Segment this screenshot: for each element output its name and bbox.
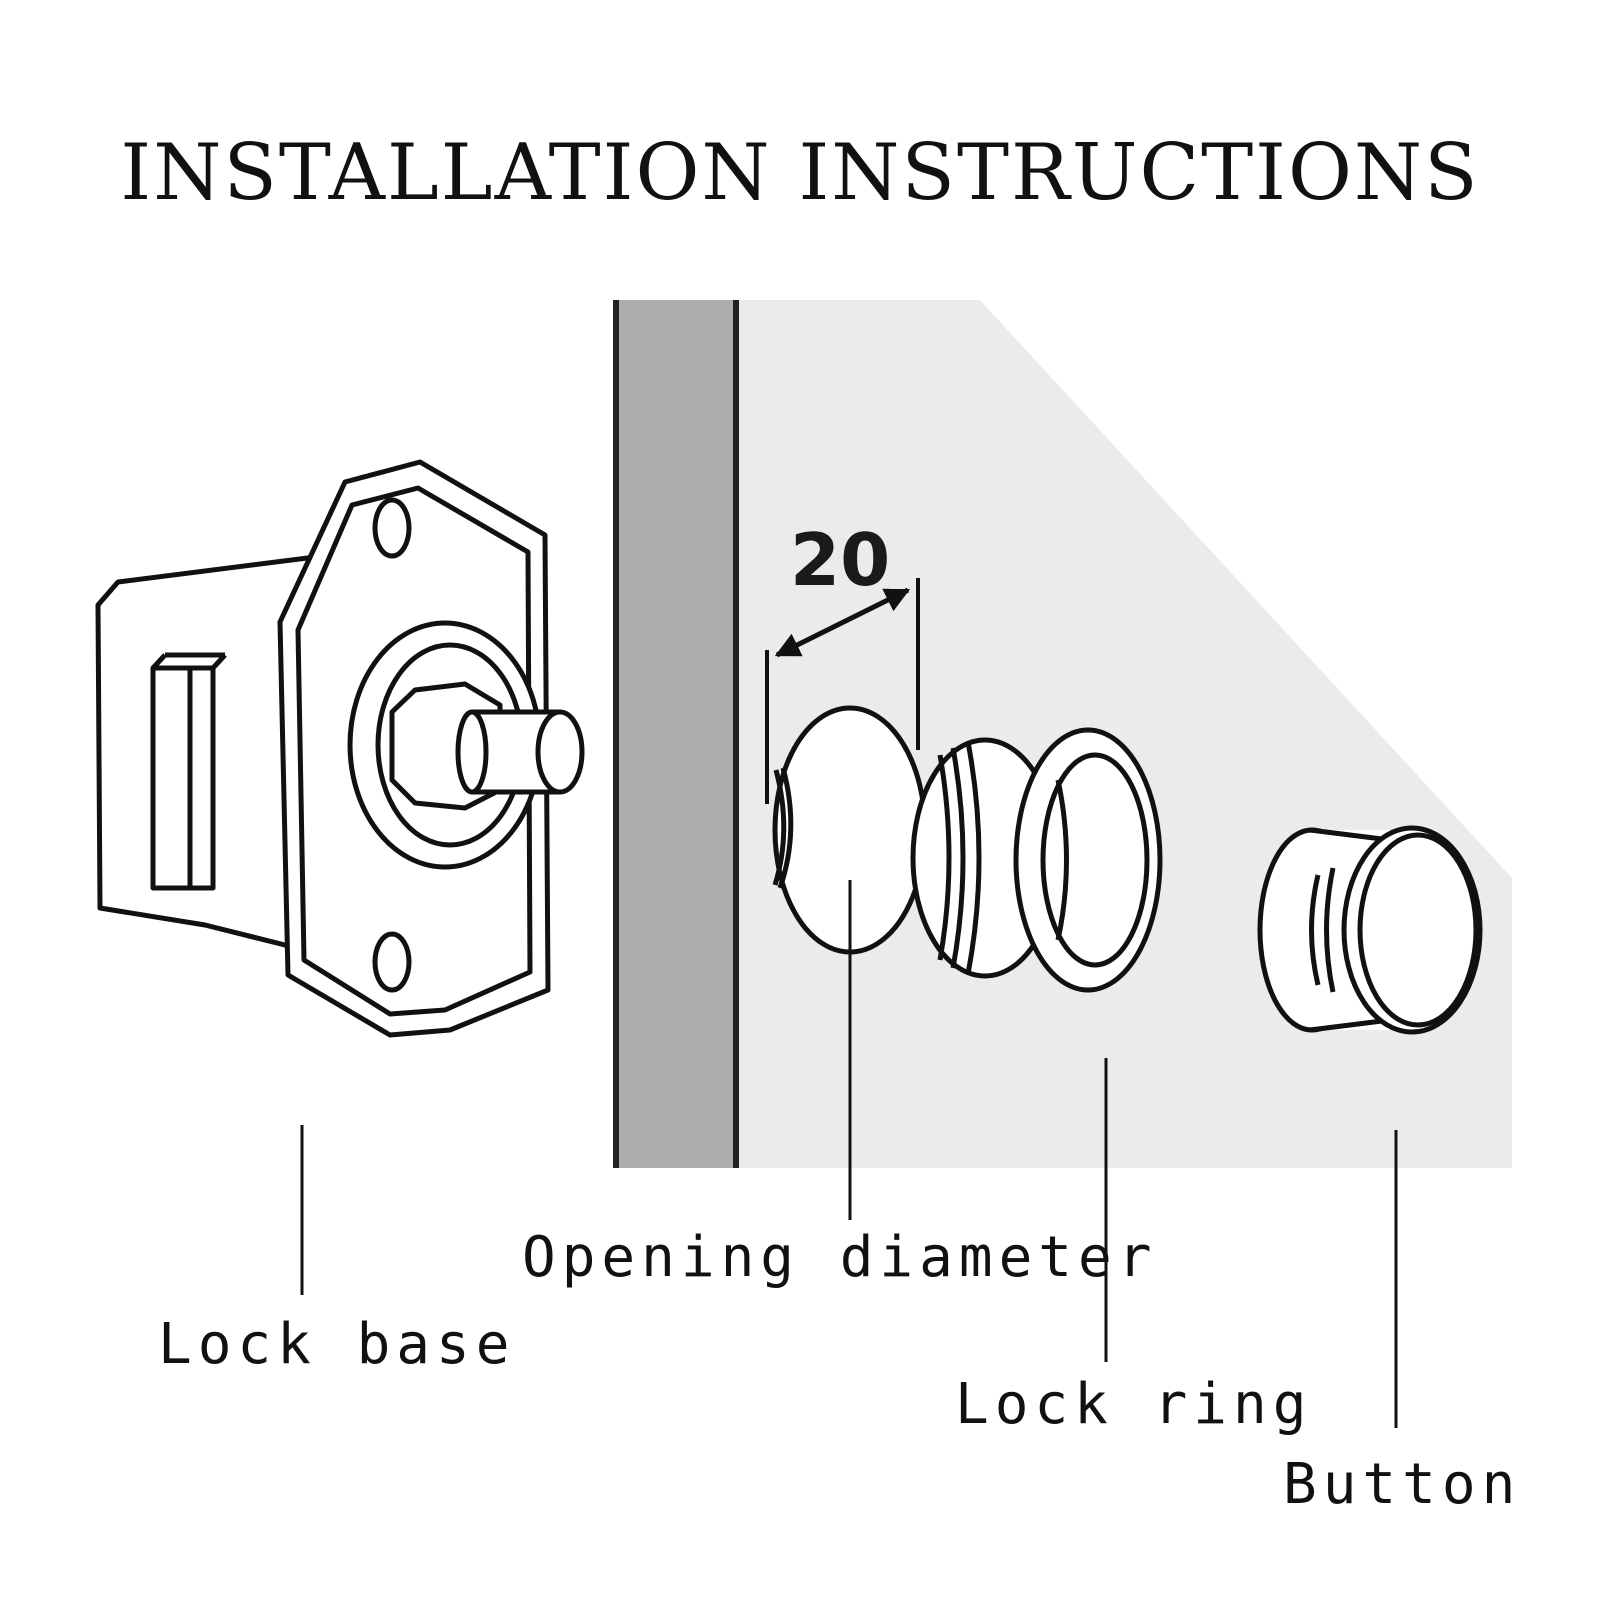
- cabinet-panel: [613, 300, 1512, 1168]
- label-lock-base: Lock base: [158, 1312, 516, 1377]
- dimension-arrow: [774, 587, 911, 658]
- screw-hole-bottom: [372, 931, 412, 993]
- lock-base-drawing: [95, 459, 585, 1038]
- screw-hole-top: [372, 497, 412, 559]
- panel-edge: [616, 300, 738, 1168]
- label-opening-diameter: Opening diameter: [522, 1225, 1158, 1290]
- latch-bolt: [150, 665, 216, 891]
- label-button: Button: [1283, 1452, 1522, 1517]
- leader-lines: [300, 880, 1398, 1428]
- dimension-marker: [765, 578, 920, 804]
- lock-ring-drawing: [910, 727, 1163, 993]
- label-lock-ring: Lock ring: [955, 1372, 1313, 1437]
- button-cap: [1341, 825, 1483, 1035]
- lock-ring-inner: [1040, 752, 1150, 968]
- button-drawing: [1257, 825, 1483, 1035]
- page-title: INSTALLATION INSTRUCTIONS: [120, 128, 1480, 218]
- dimension-label: 20: [790, 518, 891, 602]
